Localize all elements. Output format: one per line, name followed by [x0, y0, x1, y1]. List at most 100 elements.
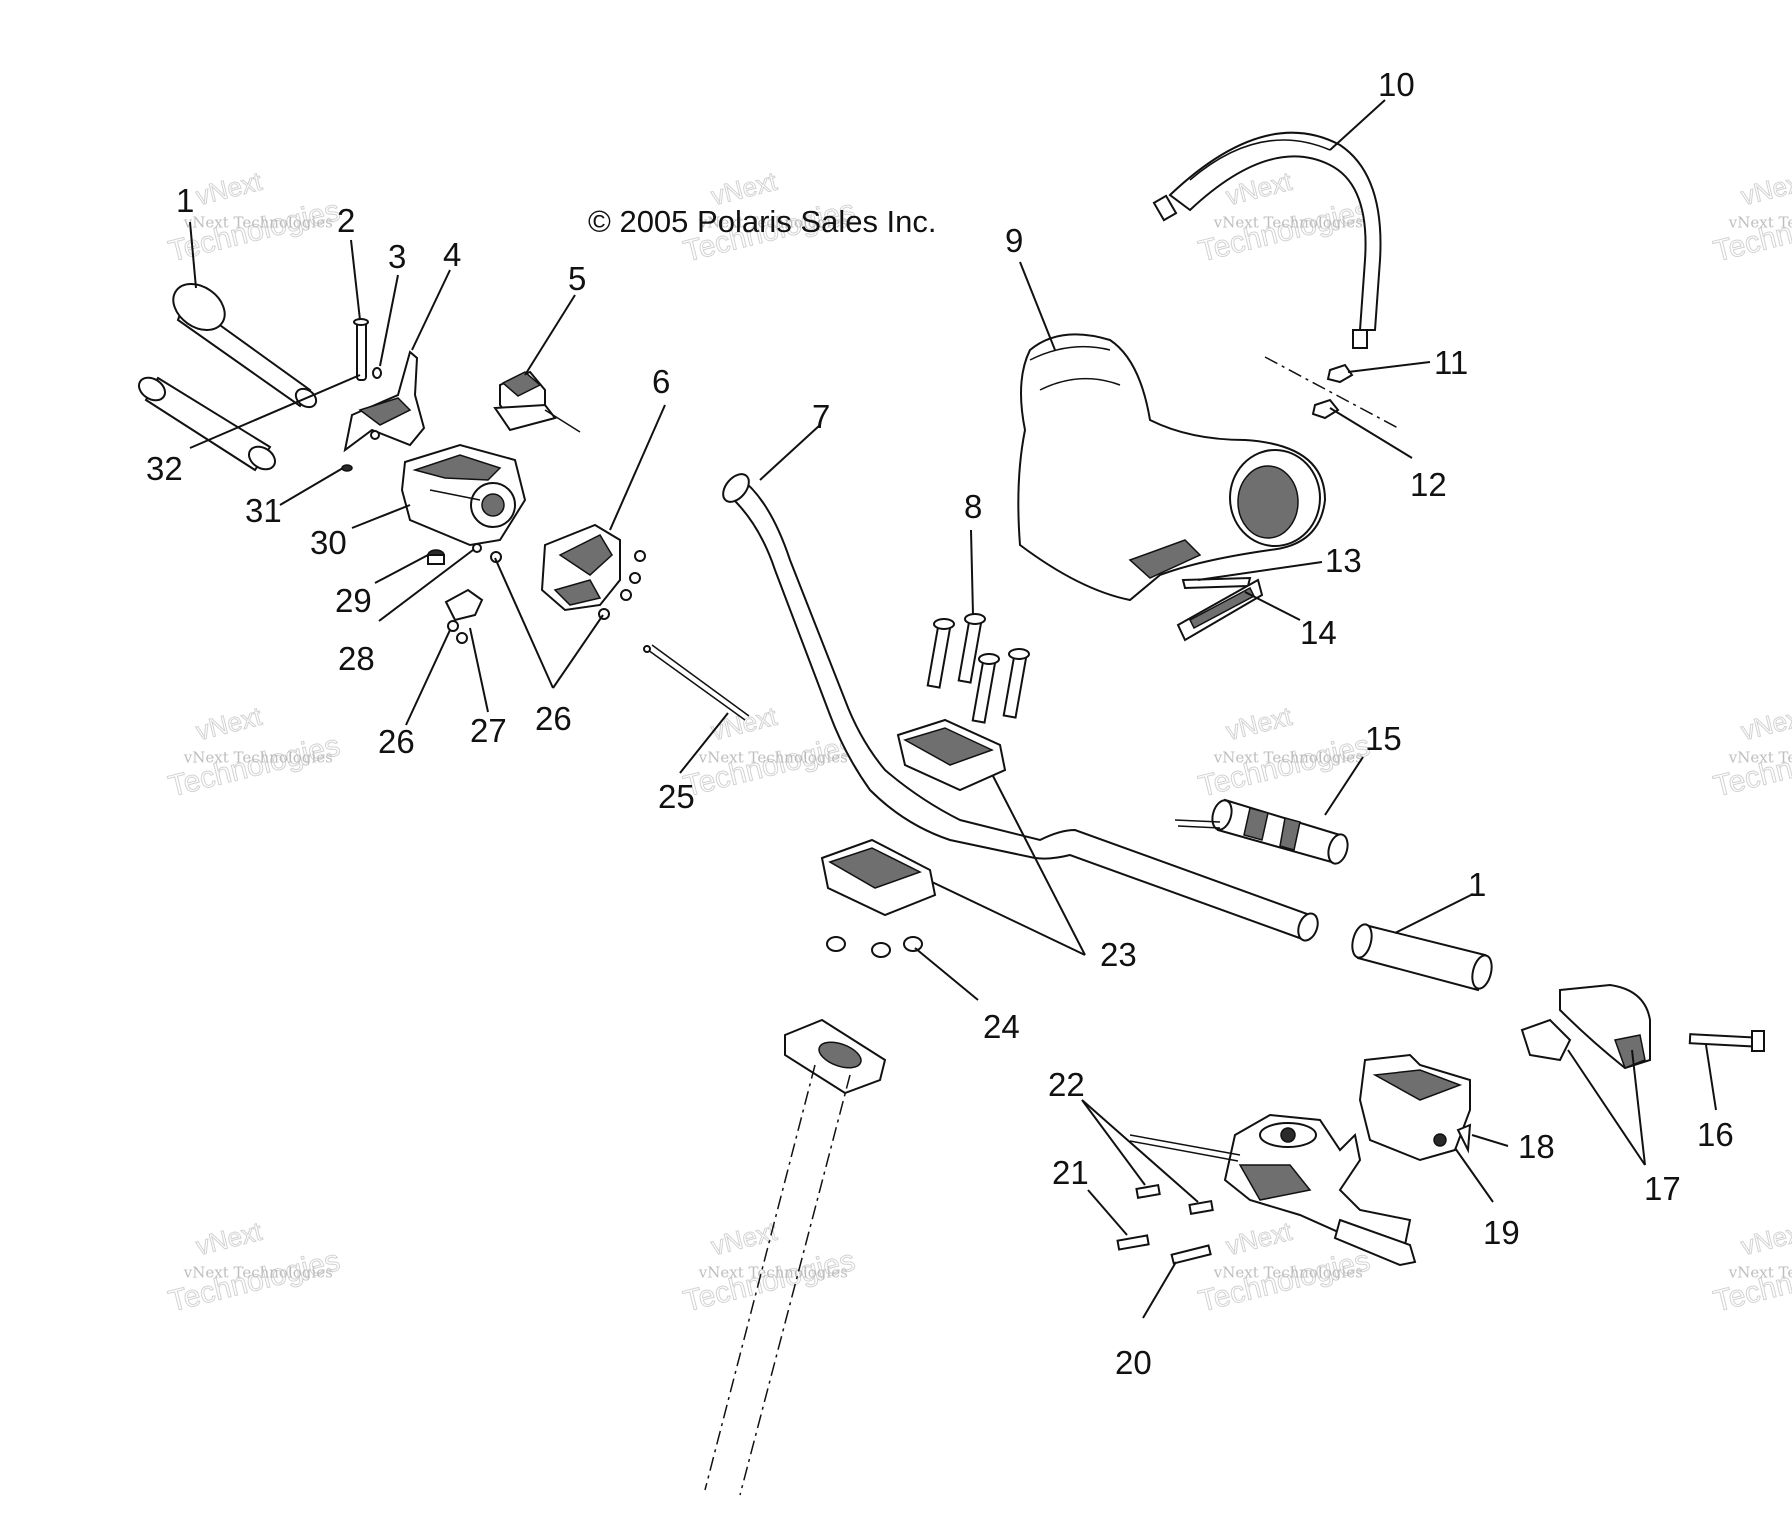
svg-text:vNext Technologies: vNext Technologies — [183, 749, 333, 767]
callout-13: 13 — [1325, 542, 1362, 579]
brake-master-cylinder-part — [1129, 1113, 1417, 1267]
svg-text:Technologies: Technologies — [165, 729, 343, 803]
screw-part — [472, 543, 482, 553]
svg-text:vNext Technologies: vNext Technologies — [698, 749, 848, 767]
callout-23: 23 — [1100, 936, 1137, 973]
callout-1: 1 — [176, 182, 194, 219]
callout-22: 22 — [1048, 1066, 1085, 1103]
washer-part — [372, 367, 382, 379]
watermark-tile: vNext vNext Technologies Technologies — [1710, 165, 1792, 269]
svg-text:vNext Technologies: vNext Technologies — [1728, 214, 1792, 232]
svg-text:vNext Technologies: vNext Technologies — [1213, 214, 1363, 232]
copyright-notice: © 2005 Polaris Sales Inc. — [588, 204, 937, 239]
grip-tube-part — [137, 376, 277, 472]
throttle-housing-part — [400, 443, 527, 547]
callout-25: 25 — [658, 778, 695, 815]
watermark-tile: vNext vNext Technologies Technologies — [165, 1215, 344, 1319]
callout-24: 24 — [983, 1008, 1020, 1045]
pin-part — [353, 318, 369, 381]
svg-text:vNext Technologies: vNext Technologies — [183, 214, 333, 232]
callout-20: 20 — [1115, 1344, 1152, 1381]
small-clip-part — [341, 464, 353, 472]
callout-17: 17 — [1644, 1170, 1681, 1207]
shroud-strip-part — [1152, 131, 1382, 349]
leader-lines — [189, 99, 1717, 1319]
callout-29: 29 — [335, 582, 372, 619]
cover-plate-part — [444, 588, 484, 622]
svg-text:vNext: vNext — [193, 166, 265, 211]
handlebar-part — [722, 473, 1319, 942]
svg-text:vNext Technologies: vNext Technologies — [1728, 1264, 1792, 1282]
callout-26: 26 — [378, 723, 415, 760]
bolt-part — [1116, 1183, 1214, 1265]
callout-14: 14 — [1300, 614, 1337, 651]
screw-part — [447, 620, 459, 632]
svg-text:vNext: vNext — [193, 701, 265, 746]
callout-27: 27 — [470, 712, 507, 749]
bracket-part — [1176, 576, 1264, 642]
callout-4: 4 — [443, 236, 461, 273]
svg-text:vNext: vNext — [1738, 1216, 1792, 1261]
callout-3: 3 — [388, 238, 406, 275]
throttle-cover-part — [540, 523, 646, 620]
svg-text:Technologies: Technologies — [165, 1244, 343, 1318]
svg-text:vNext: vNext — [1738, 701, 1792, 746]
svg-text:vNext: vNext — [193, 1216, 265, 1261]
callout-32: 32 — [146, 450, 183, 487]
callout-28: 28 — [338, 640, 375, 677]
callout-1b: 1 — [1468, 866, 1486, 903]
callout-9: 9 — [1005, 222, 1023, 259]
screw-part — [456, 632, 468, 644]
svg-text:vNext Technologies: vNext Technologies — [1728, 749, 1792, 767]
left-grip-part — [172, 283, 318, 409]
handlebar-cover-part — [1017, 333, 1327, 602]
switch-housing-part — [1358, 1053, 1472, 1162]
watermark-tile: vNext vNext Technologies Technologies — [165, 700, 344, 804]
nut-part — [826, 936, 923, 958]
callout-16: 16 — [1697, 1116, 1734, 1153]
svg-text:vNext: vNext — [1738, 166, 1792, 211]
bolt-part — [1688, 1030, 1765, 1052]
callout-18: 18 — [1518, 1128, 1555, 1165]
callout-30: 30 — [310, 524, 347, 561]
callout-7: 7 — [812, 398, 830, 435]
svg-text:vNext Technologies: vNext Technologies — [698, 1264, 848, 1282]
svg-text:Technologies: Technologies — [1195, 1244, 1373, 1318]
callout-15: 15 — [1365, 720, 1402, 757]
watermark-tile: vNext vNext Technologies Technologies — [1710, 700, 1792, 804]
svg-text:vNext Technologies: vNext Technologies — [698, 214, 848, 232]
handlebar-clamp-part — [820, 718, 1007, 917]
callout-31: 31 — [245, 492, 282, 529]
callout-6: 6 — [652, 363, 670, 400]
svg-text:Technologies: Technologies — [1195, 729, 1373, 803]
callout-21: 21 — [1052, 1154, 1089, 1191]
right-grip-part — [1351, 923, 1493, 992]
callout-2: 2 — [337, 202, 355, 239]
callout-10: 10 — [1378, 66, 1415, 103]
throttle-lever-part — [343, 350, 426, 453]
parts-drawing — [137, 131, 1765, 1496]
svg-text:vNext Technologies: vNext Technologies — [1213, 1264, 1363, 1282]
callout-numbers: 1 2 3 4 5 6 7 8 9 10 11 12 13 14 15 1 32… — [146, 66, 1734, 1381]
bar-end-part — [1520, 983, 1651, 1070]
heated-grip-part — [1174, 798, 1349, 865]
watermark-tile: vNext vNext Technologies Technologies — [1195, 700, 1374, 804]
svg-text:vNext Technologies: vNext Technologies — [183, 1264, 333, 1282]
svg-text:vNext: vNext — [708, 1216, 780, 1261]
cable-part — [643, 644, 750, 721]
svg-text:vNext: vNext — [1223, 1216, 1295, 1261]
bolt-part — [926, 613, 1030, 724]
svg-text:Technologies: Technologies — [680, 1244, 858, 1318]
callout-8: 8 — [964, 488, 982, 525]
svg-text:vNext Technologies: vNext Technologies — [1213, 749, 1363, 767]
switch-block-part — [493, 370, 581, 433]
steering-post-part — [704, 1018, 887, 1496]
svg-text:Technologies: Technologies — [1195, 194, 1373, 268]
callout-11: 11 — [1434, 344, 1468, 381]
plug-part — [427, 549, 445, 565]
watermark-tile: vNext vNext Technologies Technologies — [1710, 1215, 1792, 1319]
svg-text:vNext: vNext — [1223, 701, 1295, 746]
callout-26b: 26 — [535, 700, 572, 737]
callout-19: 19 — [1483, 1214, 1520, 1251]
